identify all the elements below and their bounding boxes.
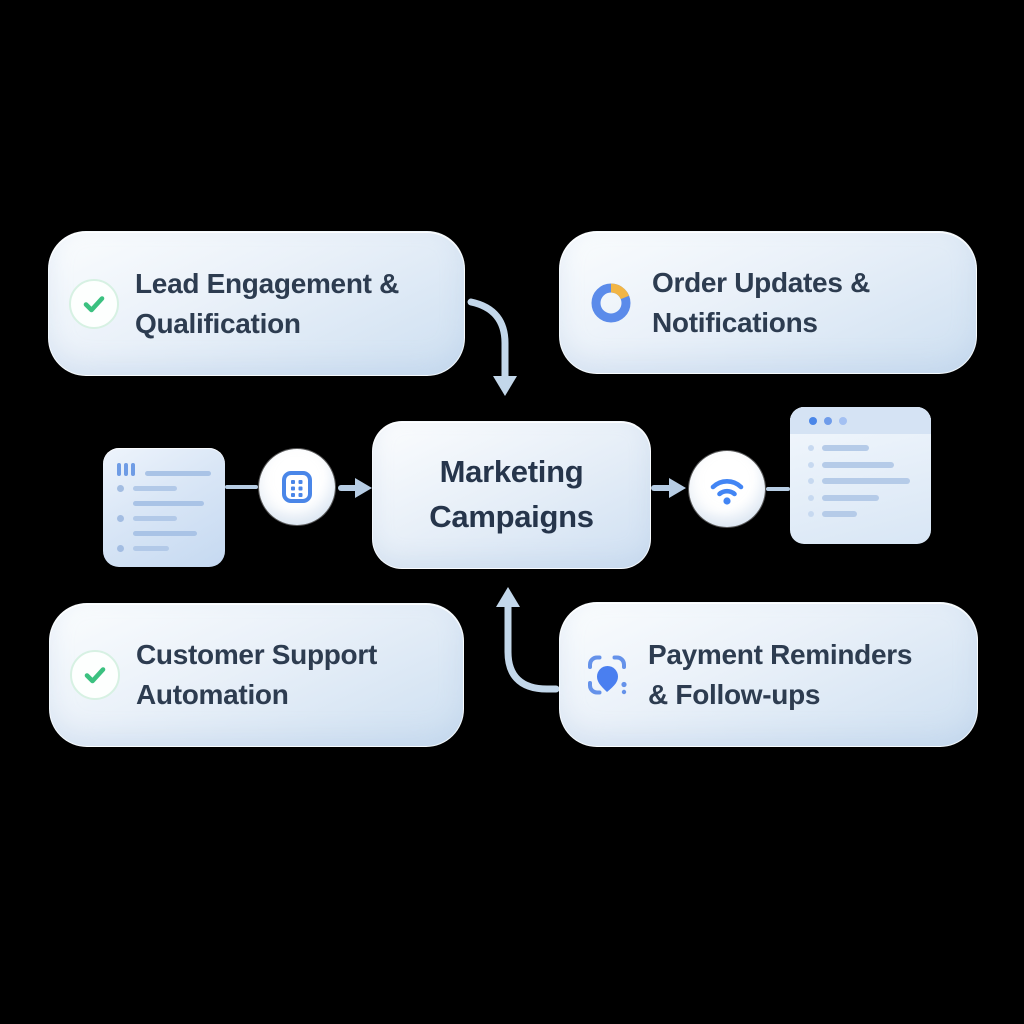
window-header	[790, 407, 931, 434]
node-lead-engagement: Lead Engagement & Qualification	[48, 231, 465, 376]
task-row	[117, 501, 211, 506]
arrow-table-node-to-center	[338, 478, 372, 498]
table-node	[259, 449, 335, 525]
task-card-header	[117, 463, 211, 476]
wifi-icon	[710, 479, 744, 505]
window-row	[808, 494, 931, 501]
check-circle-icon	[70, 650, 120, 700]
table-grid-icon	[282, 471, 312, 503]
task-row	[117, 515, 211, 522]
node-marketing-campaigns: Marketing Campaigns	[372, 421, 651, 569]
window-dot-icon	[839, 416, 847, 425]
node-payment-reminders: Payment Reminders & Follow-ups	[559, 602, 978, 747]
node-icon-col	[584, 280, 638, 326]
check-circle-icon	[69, 278, 119, 329]
window-dot-icon	[824, 416, 832, 425]
arrow-lead-to-center	[467, 298, 517, 396]
node-icon-col	[580, 648, 634, 702]
scan-pin-icon	[588, 655, 627, 694]
arrow-center-to-wifi-node	[651, 478, 686, 498]
task-row	[117, 531, 211, 536]
node-icon-col	[68, 650, 122, 700]
task-row	[117, 545, 211, 552]
node-label: Payment Reminders & Follow-ups	[648, 638, 913, 710]
task-list-card-icon	[103, 448, 225, 567]
window-row	[808, 478, 931, 484]
window-row	[808, 461, 931, 468]
window-dot-icon	[809, 416, 817, 425]
window-body	[790, 434, 931, 517]
node-label: Lead Engagement & Qualification	[135, 267, 400, 339]
mini-bars-icon	[117, 463, 135, 476]
node-label: Customer Support Automation	[136, 639, 377, 710]
browser-list-window-icon	[790, 407, 931, 544]
window-row	[808, 445, 931, 451]
node-label: Order Updates & Notifications	[652, 266, 870, 338]
center-node-label: Marketing Campaigns	[429, 454, 594, 534]
node-customer-support: Customer Support Automation	[49, 603, 464, 747]
window-row	[808, 511, 931, 517]
node-icon-col	[67, 278, 121, 329]
task-row	[117, 485, 211, 492]
donut-chart-icon	[591, 283, 631, 322]
arrow-payment-to-center	[496, 587, 560, 693]
wifi-node	[689, 451, 765, 527]
node-order-updates: Order Updates & Notifications	[559, 231, 977, 374]
